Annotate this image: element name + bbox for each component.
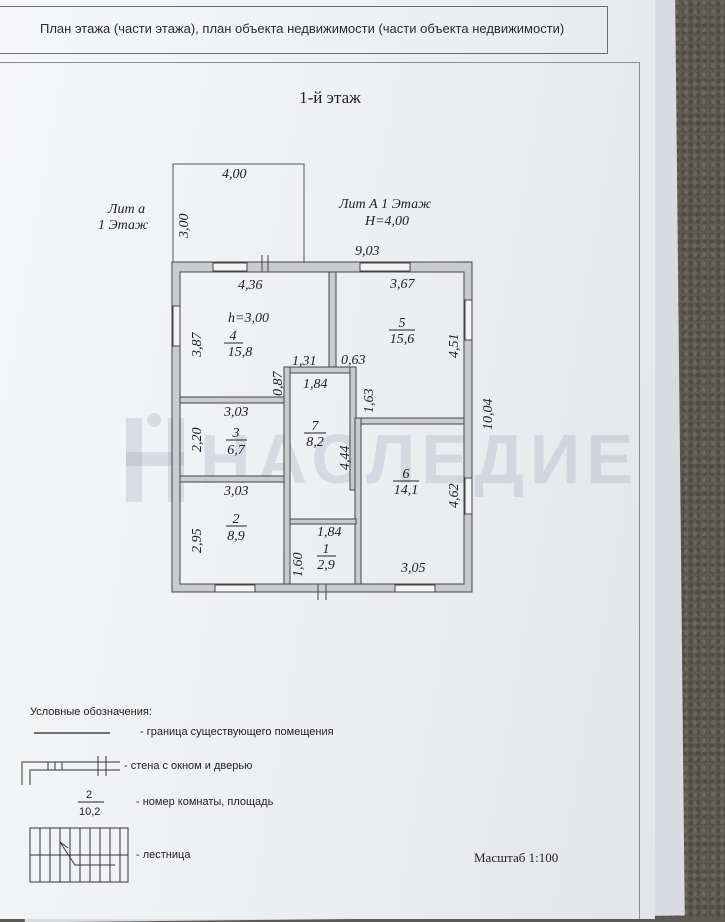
room4-width-dim: 4,36 bbox=[238, 278, 263, 293]
room-area: 14,1 bbox=[394, 483, 419, 498]
room-number: 5 bbox=[399, 316, 406, 331]
wall bbox=[354, 417, 362, 585]
main-building-label: Лит А 1 Этаж bbox=[338, 197, 431, 212]
document-sheet: План этажа (части этажа), план объекта н… bbox=[0, 0, 655, 919]
room-area: 15,6 bbox=[390, 332, 415, 347]
legend-item-stair: - лестница bbox=[136, 849, 191, 861]
annex-floor-label: 1 Этаж bbox=[98, 218, 148, 233]
total-width-dim: 9,03 bbox=[355, 244, 380, 259]
window bbox=[394, 584, 436, 593]
total-depth-dim: 10,04 bbox=[481, 399, 496, 431]
legend-item-room: - номер комнаты, площадь bbox=[136, 796, 274, 808]
room-area: 2,9 bbox=[317, 558, 335, 573]
wall bbox=[283, 366, 291, 585]
room1-width-dim: 1,84 bbox=[317, 525, 342, 540]
drawing-frame bbox=[0, 62, 640, 919]
watermark-text: НАСЛЕДИЕ bbox=[200, 420, 639, 498]
legend-room-area: 10,2 bbox=[79, 806, 100, 818]
wall bbox=[289, 518, 357, 525]
room-number: 4 bbox=[230, 329, 237, 344]
legend-wall-symbol-icon bbox=[21, 756, 120, 785]
room-number: 6 bbox=[403, 467, 410, 482]
annex-width-dim: 4,00 bbox=[222, 167, 247, 182]
corridor-left-dim: 1,31 bbox=[292, 354, 317, 369]
floor-plan: 4,00 3,00 9,03 10,04 4,36 3,87 h=3,00 3,… bbox=[21, 163, 496, 883]
room-number: 3 bbox=[232, 426, 240, 441]
header-frame bbox=[0, 6, 608, 54]
room1-depth-dim: 1,60 bbox=[291, 553, 306, 578]
main-building-height: H=4,00 bbox=[364, 214, 409, 229]
legend-item-boundary: - граница существующего помещения bbox=[140, 726, 334, 738]
room4-ceiling-height: h=3,00 bbox=[228, 311, 269, 326]
corridor-offset-right-dim: 1,63 bbox=[362, 389, 377, 414]
room6-width-dim: 3,05 bbox=[400, 561, 426, 576]
room5-width-dim: 3,67 bbox=[389, 277, 416, 292]
wall bbox=[179, 396, 290, 404]
interior-walls bbox=[179, 271, 465, 585]
legend-room-number: 2 bbox=[86, 789, 92, 801]
room-number: 7 bbox=[312, 419, 320, 434]
room-area: 15,8 bbox=[228, 345, 253, 360]
room3-depth-dim: 2,20 bbox=[190, 428, 205, 453]
annex-label: Лит а bbox=[107, 202, 145, 217]
corridor-right-dim: 0,63 bbox=[341, 353, 366, 368]
corridor-width-dim: 1,84 bbox=[303, 377, 328, 392]
annex-depth-dim: 3,00 bbox=[177, 214, 192, 240]
room2-depth-dim: 2,95 bbox=[190, 529, 205, 554]
room-area: 8,9 bbox=[227, 529, 245, 544]
room4-depth-dim: 3,87 bbox=[190, 332, 205, 359]
legend-title: Условные обозначения: bbox=[30, 706, 152, 718]
wall bbox=[354, 417, 465, 425]
annex-outline bbox=[172, 163, 305, 262]
window bbox=[172, 305, 181, 347]
room5-depth-dim: 4,51 bbox=[447, 334, 462, 359]
corridor-depth-dim: 4,44 bbox=[338, 446, 353, 471]
doors bbox=[261, 255, 327, 600]
wall bbox=[179, 475, 290, 483]
window bbox=[464, 299, 473, 341]
room-area: 8,2 bbox=[306, 435, 324, 450]
corridor-offset-left-dim: 0,87 bbox=[271, 371, 286, 397]
room-area: 6,7 bbox=[227, 443, 246, 458]
room6-depth-dim: 4,62 bbox=[447, 484, 462, 509]
room3-width-dim: 3,03 bbox=[223, 405, 249, 420]
scale-label: Масштаб 1:100 bbox=[474, 850, 559, 865]
window bbox=[359, 262, 411, 272]
document-header: План этажа (части этажа), план объекта н… bbox=[40, 21, 565, 36]
windows bbox=[172, 262, 473, 593]
window bbox=[464, 477, 473, 515]
legend-item-wall: - стена с окном и дверью bbox=[124, 760, 253, 772]
room2-width-dim: 3,03 bbox=[223, 484, 249, 499]
window bbox=[212, 262, 248, 272]
wall bbox=[328, 271, 337, 373]
room-number: 2 bbox=[233, 512, 240, 527]
floor-title: 1-й этаж bbox=[299, 88, 361, 107]
legend-stair-icon bbox=[29, 827, 129, 883]
room-labels: 4 15,8 5 15,6 3 6,7 7 8,2 6 14,1 2 8,9 1… bbox=[224, 316, 419, 573]
room-number: 1 bbox=[323, 542, 330, 557]
window bbox=[214, 584, 256, 593]
